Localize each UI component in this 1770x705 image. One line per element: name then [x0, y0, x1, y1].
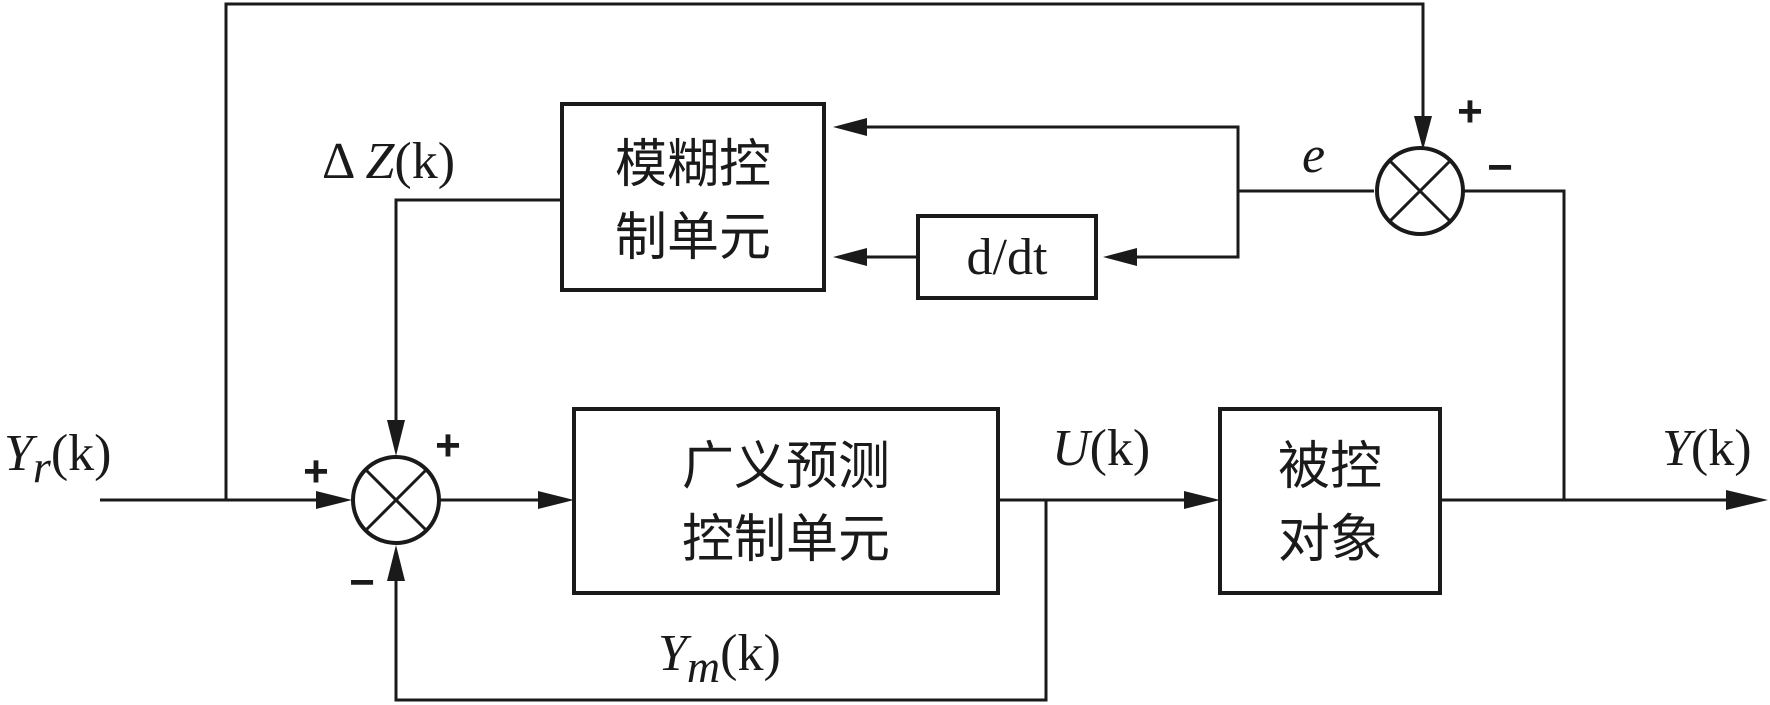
wire-reference-to-sum2	[224, 2, 1425, 500]
arrow-into-sum1-bottom	[387, 545, 405, 581]
label-y: Y(k)	[1662, 420, 1752, 477]
arrow-output	[1726, 490, 1768, 510]
gpc-unit: 广义预测 控制单元	[572, 407, 1000, 595]
arrow-into-fuzzy-upper	[833, 118, 867, 136]
sum1-top-sign: +	[435, 421, 461, 470]
wire-ym-feedback	[394, 500, 1048, 702]
sum1-bottom-sign: −	[349, 558, 375, 607]
label-u: U(k)	[1052, 420, 1150, 477]
wire-error-out	[850, 125, 1374, 193]
derivative-block: d/dt	[916, 214, 1098, 300]
arrow-into-sum1-left	[316, 491, 352, 509]
sum1-left-sign: +	[303, 447, 329, 496]
sum2-right-sign: −	[1487, 143, 1513, 192]
wire-fuzzy-to-sum1	[394, 198, 562, 432]
label-yr: Yr(k)	[4, 425, 111, 492]
arrow-into-plant	[1184, 491, 1220, 509]
controlled-plant: 被控 对象	[1218, 407, 1442, 595]
summing-junction-main	[351, 455, 441, 545]
wire-error-to-derivative	[1125, 191, 1240, 259]
gpc-block-line1: 广义预测	[682, 437, 890, 497]
fuzzy-control-unit: 模糊控 制单元	[560, 102, 826, 292]
derivative-label: d/dt	[967, 229, 1048, 286]
label-e: e	[1302, 127, 1325, 184]
fuzzy-block-line2: 制单元	[615, 208, 771, 268]
arrow-into-derivative	[1103, 248, 1137, 266]
summing-junction-error	[1375, 146, 1465, 236]
arrow-into-sum2-top	[1414, 116, 1432, 150]
fuzzy-block-line1: 模糊控	[615, 135, 771, 195]
gpc-block-line2: 控制单元	[682, 510, 890, 570]
wire-output-to-sum2	[1460, 189, 1566, 500]
sum2-top-sign: +	[1457, 87, 1483, 136]
plant-block-line1: 被控	[1278, 437, 1382, 497]
arrow-into-fuzzy-lower	[833, 248, 867, 266]
label-ym: Ym(k)	[658, 625, 781, 692]
arrow-into-gpc	[538, 491, 574, 509]
arrow-into-sum1-top	[387, 420, 405, 456]
plant-block-line2: 对象	[1278, 510, 1382, 570]
